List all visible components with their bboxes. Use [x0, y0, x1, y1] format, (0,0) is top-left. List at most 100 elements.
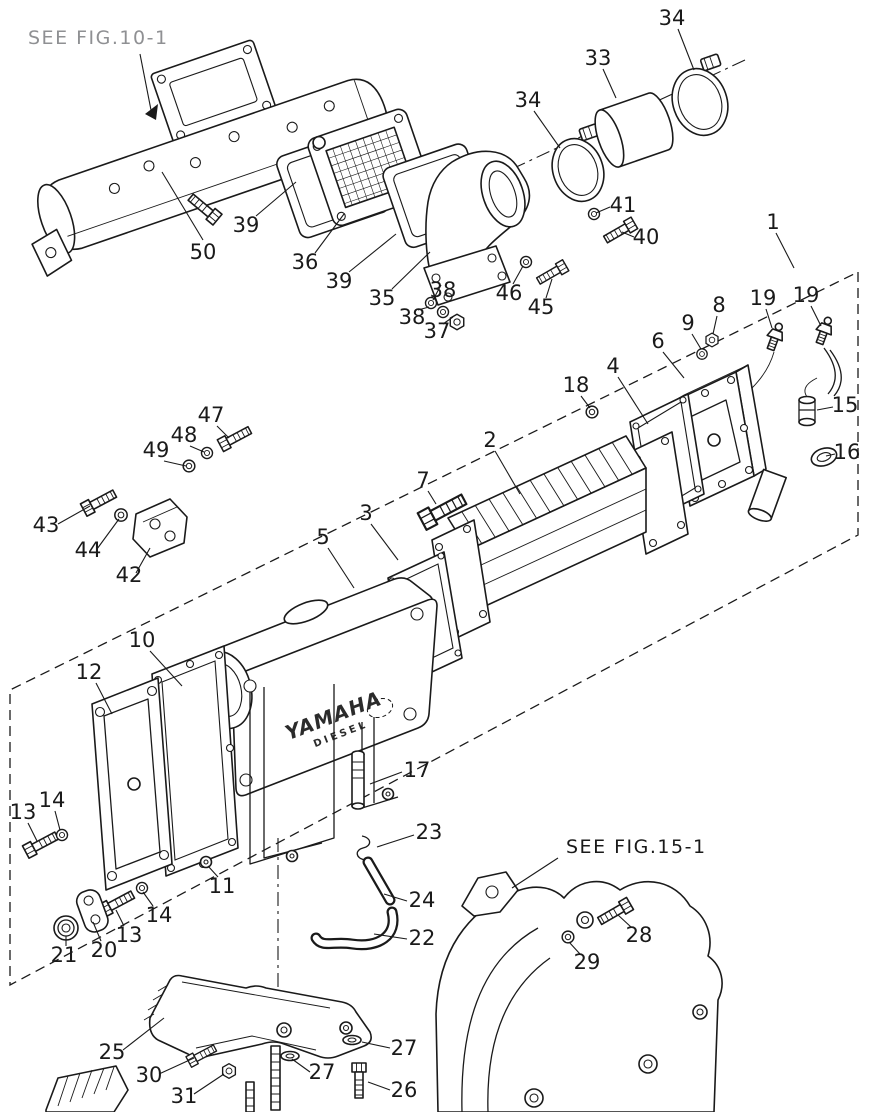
end-cover-12	[91, 677, 173, 891]
part-number-label-47: 47	[198, 403, 225, 427]
hose-33	[594, 92, 674, 168]
part-number-label-38: 38	[399, 305, 426, 329]
part-number-label-23: 23	[416, 820, 443, 844]
leader-line-11	[207, 865, 219, 878]
washer-48	[200, 446, 214, 460]
leader-line-1	[775, 232, 795, 269]
part-number-label-17: 17	[404, 758, 431, 782]
see-fig-10-1-label: SEE FIG.10-1	[28, 27, 169, 49]
fitting-19-a	[766, 322, 784, 352]
part-number-label-8: 8	[712, 293, 725, 317]
leader-line-6	[662, 351, 685, 379]
part-number-label-13: 13	[116, 923, 143, 947]
hose-24	[362, 856, 396, 906]
leader-line-7	[427, 490, 437, 505]
bolt-13-a	[21, 828, 61, 860]
leader-line-34	[677, 28, 695, 71]
leader-line-24	[383, 893, 408, 902]
stud-bolt-left	[245, 1081, 255, 1112]
part-number-label-12: 12	[76, 660, 103, 684]
leader-line-15	[816, 406, 834, 411]
part-number-label-3: 3	[359, 501, 372, 525]
stud-bolt-center	[270, 1045, 281, 1111]
part-number-label-41: 41	[610, 193, 637, 217]
part-number-label-37: 37	[424, 319, 451, 343]
part-number-label-6: 6	[651, 329, 664, 353]
leader-line-40	[621, 231, 635, 238]
leader-line-3	[370, 523, 399, 561]
part-number-label-2: 2	[483, 428, 496, 452]
part-number-label-46: 46	[496, 281, 523, 305]
part-number-label-34: 34	[515, 88, 542, 112]
leader-line-20	[92, 921, 102, 942]
mount-bracket-25	[143, 974, 372, 1059]
gasket-10	[151, 645, 239, 877]
leader-line-22	[373, 933, 408, 940]
leader-line-35	[391, 251, 431, 290]
part-number-label-11: 11	[209, 874, 236, 898]
part-number-label-7: 7	[416, 468, 429, 492]
leader-line-2	[494, 450, 521, 495]
leader-line-45	[545, 278, 553, 299]
part-number-label-24: 24	[409, 888, 436, 912]
part-number-label-21: 21	[51, 943, 78, 967]
part-number-label-9: 9	[681, 311, 694, 335]
part-number-label-1: 1	[766, 210, 779, 234]
part-number-label-15: 15	[832, 393, 859, 417]
part-number-label-45: 45	[528, 295, 555, 319]
part-number-label-40: 40	[633, 225, 660, 249]
part-number-label-48: 48	[171, 423, 198, 447]
leader-line-8	[712, 315, 718, 335]
part-number-label-29: 29	[574, 950, 601, 974]
leader-line-31	[193, 1073, 225, 1095]
part-number-label-38: 38	[430, 278, 457, 302]
bolt-43	[79, 486, 119, 518]
ribbed-wedge	[45, 1065, 129, 1112]
washer-27-b	[342, 1034, 362, 1046]
part-number-label-27: 27	[391, 1036, 418, 1060]
nut-31	[221, 1063, 237, 1079]
part-number-label-22: 22	[409, 926, 436, 950]
part-number-label-5: 5	[316, 525, 329, 549]
exhaust-manifold	[31, 39, 389, 277]
leader-line-39	[255, 181, 297, 217]
leader-line-49	[163, 460, 187, 467]
leader-line-43	[57, 505, 91, 525]
intake-elbow-35	[423, 150, 531, 306]
leader-line-46	[512, 265, 524, 285]
part-number-label-33: 33	[585, 46, 612, 70]
bolt-47	[216, 423, 254, 453]
washer-18	[585, 405, 599, 419]
part-number-label-28: 28	[626, 923, 653, 947]
hose-22	[310, 906, 399, 951]
washer-44	[114, 508, 128, 522]
leader-line-13	[27, 822, 38, 842]
washer-41	[587, 207, 601, 221]
part-number-label-20: 20	[91, 938, 118, 962]
leader-line-39	[348, 233, 397, 273]
leader-line-30	[158, 1057, 195, 1075]
leader-line-38	[417, 306, 430, 311]
leader-line-44	[96, 518, 120, 550]
clip-23	[356, 835, 371, 861]
seal-ring-16	[810, 447, 838, 467]
hose-clamp-34-left	[551, 123, 605, 203]
part-number-label-39: 39	[233, 213, 260, 237]
leader-line-9	[691, 333, 702, 350]
leader-line-36	[314, 213, 345, 254]
leader-line-5	[327, 547, 355, 589]
bracket-42	[132, 498, 188, 558]
washer-38-b	[436, 305, 450, 319]
part-number-label-14: 14	[146, 903, 173, 927]
part-number-label-19: 19	[793, 283, 820, 307]
drain-pipe-17	[351, 750, 365, 810]
leader-line-16	[825, 453, 836, 457]
leader-line-14	[142, 891, 154, 907]
leader-line-10	[149, 650, 183, 687]
part-number-label-16: 16	[834, 440, 861, 464]
leader-line-27	[361, 1041, 391, 1049]
heat-exchanger-core-2	[431, 431, 689, 643]
fitting-19-b	[815, 316, 833, 346]
